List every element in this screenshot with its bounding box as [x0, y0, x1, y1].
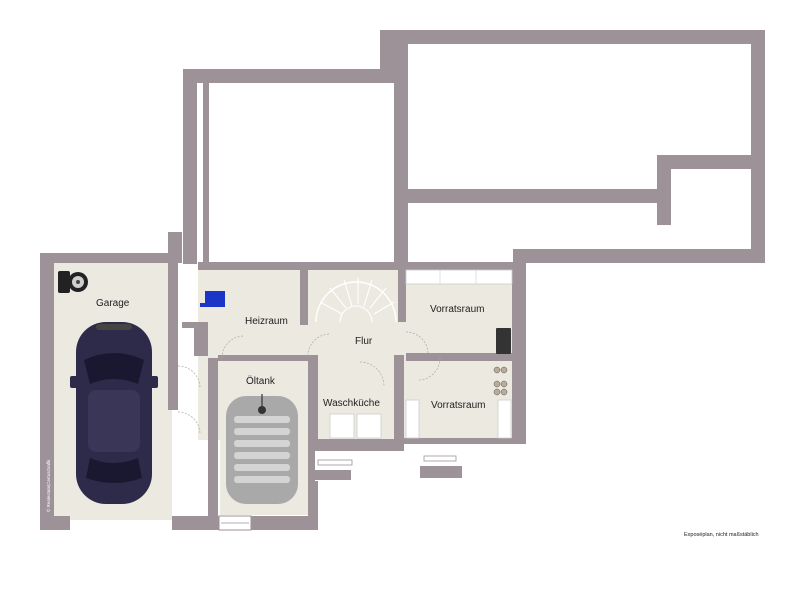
door-swings	[177, 331, 441, 435]
oil-tank-icon	[226, 394, 298, 504]
room-label-flur: Flur	[355, 336, 373, 347]
bottle-rack	[493, 366, 508, 396]
washing-machines	[329, 413, 382, 439]
room-label-vorratsraum-north: Vorratsraum	[430, 304, 484, 315]
room-label-garage: Garage	[96, 298, 130, 309]
room-label-vorratsraum-south: Vorratsraum	[431, 400, 485, 411]
plan-disclaimer: Exposéplan, nicht maßstäblich	[684, 532, 759, 538]
heater-icon	[200, 291, 225, 307]
tire-icon	[58, 271, 88, 293]
spiral-staircase	[315, 278, 397, 323]
car-icon	[70, 322, 158, 504]
windows	[182, 294, 462, 531]
image-credit: © Realestate|CertusGrafik	[45, 459, 51, 512]
room-label-oeltank: Öltank	[246, 375, 276, 387]
room-label-heizraum: Heizraum	[245, 316, 288, 327]
room-label-waschkueche: Waschküche	[323, 398, 380, 409]
shelving	[405, 269, 513, 439]
walls	[40, 232, 526, 530]
wall-outline-north	[183, 30, 765, 264]
